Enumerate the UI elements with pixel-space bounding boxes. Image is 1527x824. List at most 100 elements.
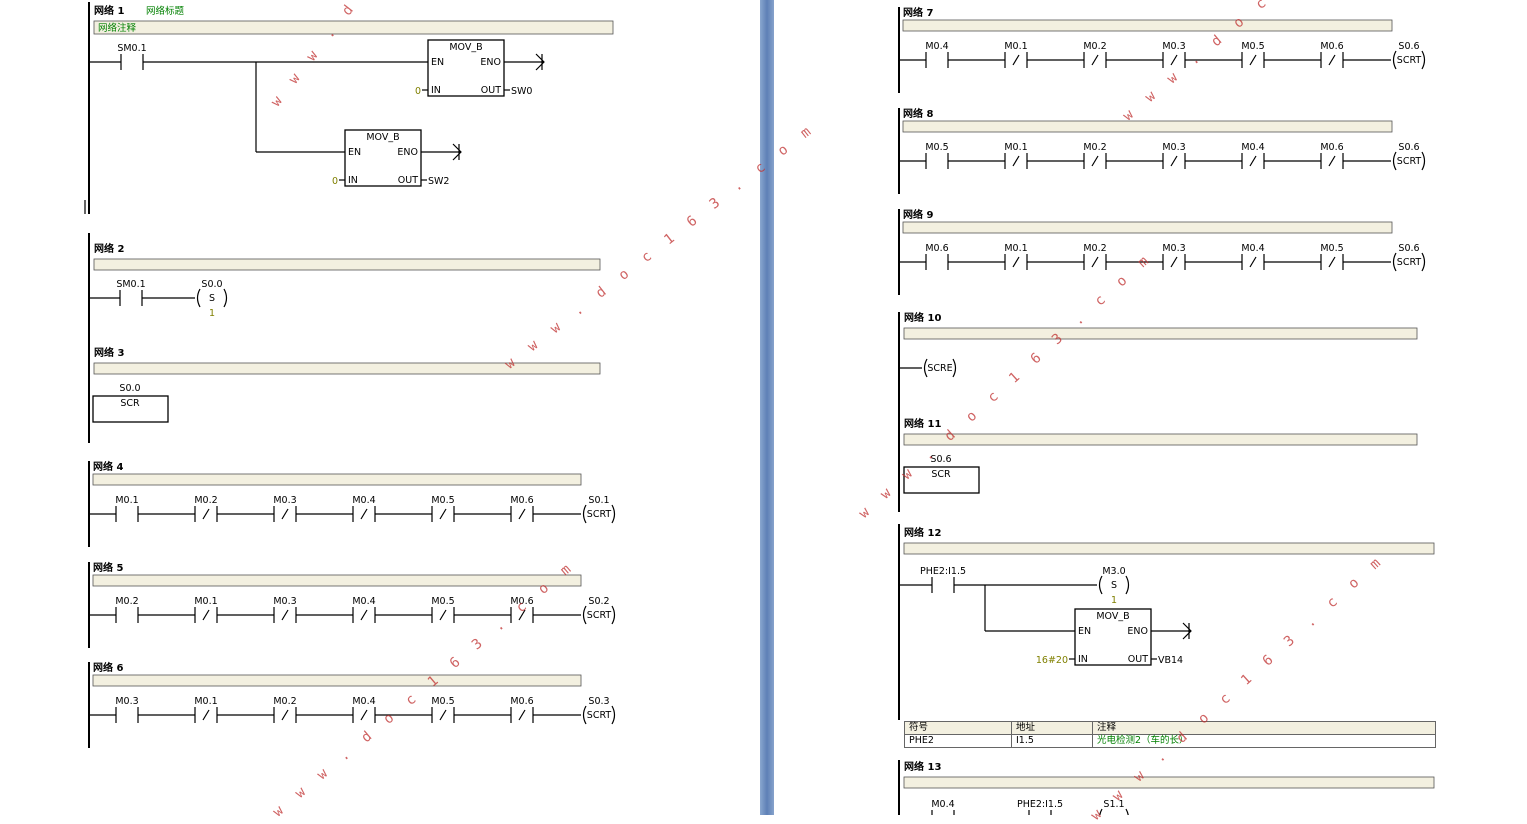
coil-label: SCRT bbox=[1397, 257, 1422, 268]
coil-count: 1 bbox=[209, 308, 215, 319]
contact-slash bbox=[1328, 54, 1336, 66]
network-title: 网络 4 bbox=[93, 460, 123, 473]
coil-left-arc bbox=[1392, 50, 1397, 70]
coil-address: S0.2 bbox=[588, 596, 609, 607]
symbol-cell-symbol: PHE2 bbox=[904, 734, 1012, 748]
contact-address: M0.4 bbox=[352, 596, 375, 607]
nc-contact: M0.5 bbox=[1241, 41, 1265, 68]
nc-contact: M0.1 bbox=[1004, 41, 1028, 68]
network-title: 网络 12 bbox=[904, 526, 941, 539]
coil-right-arc bbox=[611, 605, 616, 625]
contact-address: M0.3 bbox=[273, 495, 296, 506]
contact-address: M0.2 bbox=[1083, 41, 1106, 52]
movb-eno-pin: ENO bbox=[1127, 626, 1148, 637]
contact-slash bbox=[439, 709, 447, 721]
movb-out-pin: OUT bbox=[398, 175, 418, 186]
set-coil bbox=[1098, 575, 1130, 595]
nc-contact: M0.1 bbox=[194, 696, 218, 723]
scr-address: S0.6 bbox=[930, 454, 951, 465]
scre-coil bbox=[923, 358, 957, 378]
nc-contact: M0.6 bbox=[1320, 41, 1344, 68]
coil-left-arc bbox=[582, 504, 587, 524]
coil-address: S0.3 bbox=[588, 696, 609, 707]
set-coil bbox=[196, 288, 228, 308]
power-rail bbox=[898, 312, 900, 405]
coil-address: S0.1 bbox=[588, 495, 609, 506]
no-contact: M0.3 bbox=[115, 696, 139, 723]
contact-address: M0.1 bbox=[194, 596, 217, 607]
movb-box bbox=[427, 39, 505, 97]
symbol-header-address: 地址 bbox=[1011, 721, 1093, 735]
coil-type: S bbox=[209, 293, 215, 304]
scr-address: S0.0 bbox=[119, 383, 140, 394]
contact-address: M0.1 bbox=[1004, 41, 1027, 52]
coil-right-arc bbox=[1125, 808, 1129, 815]
contact-slash bbox=[360, 508, 368, 520]
network-comment-bar bbox=[93, 258, 601, 271]
contact-address: M0.3 bbox=[115, 696, 138, 707]
movb-out-value: VB14 bbox=[1158, 655, 1183, 666]
power-rail bbox=[88, 662, 90, 748]
contact-slash bbox=[1091, 54, 1099, 66]
power-rail bbox=[88, 2, 90, 214]
network-comment-bar bbox=[93, 20, 614, 35]
no-contact: PHE2:I1.5 bbox=[920, 566, 966, 593]
movb-in-value: 0 bbox=[332, 176, 338, 187]
contact-address: M0.3 bbox=[273, 596, 296, 607]
movb-in-pin: IN bbox=[431, 85, 441, 96]
coil-address: M3.0 bbox=[1102, 566, 1125, 577]
nc-contact: M0.3 bbox=[273, 596, 297, 623]
coil-label: SCRT bbox=[587, 710, 612, 721]
coil-address: S0.6 bbox=[1398, 243, 1419, 254]
scrt-coil bbox=[582, 504, 616, 524]
contact-address: PHE2:I1.5 bbox=[1017, 799, 1063, 810]
contact-address: M0.4 bbox=[352, 696, 375, 707]
power-rail bbox=[898, 524, 900, 720]
contact-address: M0.5 bbox=[431, 596, 454, 607]
contact-address: M0.1 bbox=[1004, 142, 1027, 153]
contact-slash bbox=[1328, 155, 1336, 167]
coil-address: S1.1 bbox=[1103, 799, 1124, 810]
symbol-table-row: PHE2 I1.5 光电检测2（车的长） bbox=[904, 734, 1436, 748]
contact-address: M0.4 bbox=[352, 495, 375, 506]
coil-right-arc bbox=[1421, 50, 1426, 70]
eno-arrow-icon bbox=[535, 53, 545, 71]
contact-slash bbox=[439, 609, 447, 621]
contact-slash bbox=[1170, 54, 1178, 66]
network-title: 网络 13 bbox=[904, 760, 941, 773]
network-comment-bar bbox=[92, 574, 582, 587]
network-title: 网络 6 bbox=[93, 661, 123, 674]
contact-slash bbox=[1249, 256, 1257, 268]
network-title: 网络 9 bbox=[903, 208, 933, 221]
network-title: 网络 3 bbox=[94, 346, 124, 359]
pane-splitter[interactable] bbox=[760, 0, 774, 815]
contact-slash bbox=[1091, 256, 1099, 268]
network-heading: 网络标题 bbox=[146, 5, 185, 17]
coil-address: S0.6 bbox=[1398, 41, 1419, 52]
nc-contact: M0.4 bbox=[352, 696, 376, 723]
scrt-coil bbox=[1392, 151, 1426, 171]
coil-address: S0.0 bbox=[201, 279, 222, 290]
symbol-table: 符号 地址 注释 PHE2 I1.5 光电检测2（车的长） bbox=[904, 721, 1436, 748]
nc-contact: M0.4 bbox=[1241, 142, 1265, 169]
coil-label: SCRT bbox=[1397, 156, 1422, 167]
nc-contact: M0.6 bbox=[510, 696, 534, 723]
contact-address: M0.2 bbox=[273, 696, 296, 707]
power-rail bbox=[88, 233, 90, 320]
network-comment-bar bbox=[902, 19, 1393, 32]
contact-slash bbox=[518, 609, 526, 621]
coil-label: SCRT bbox=[587, 509, 612, 520]
contact-address: M0.4 bbox=[1241, 243, 1264, 254]
nc-contact: M0.6 bbox=[510, 495, 534, 522]
scr-box bbox=[92, 395, 169, 423]
